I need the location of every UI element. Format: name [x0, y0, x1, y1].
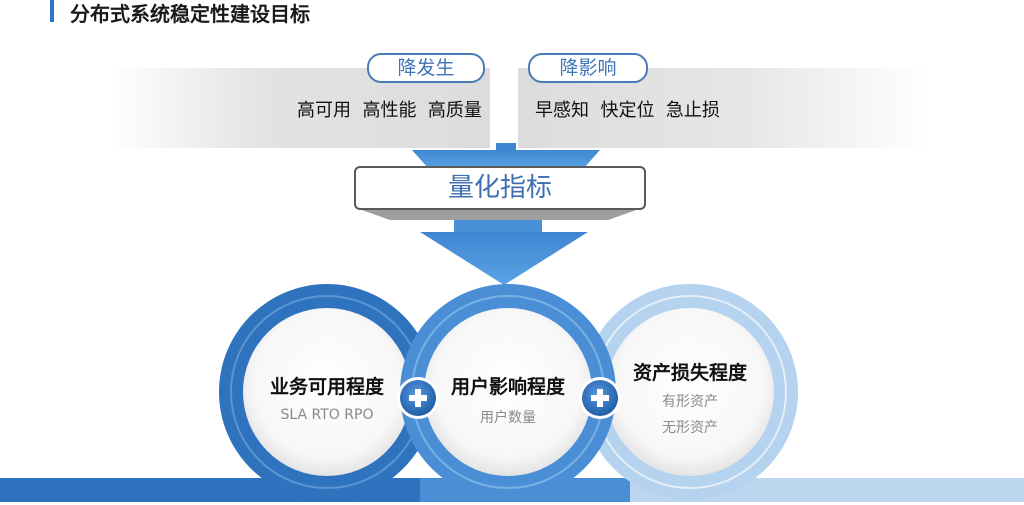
circle-user-title: 用户影响程度 [450, 376, 565, 398]
funnel-top [412, 150, 600, 168]
goal-pill-reduce-impact: 降影响 [528, 53, 648, 83]
title-accent-bar [50, 0, 54, 22]
arrow-shaft [454, 220, 542, 232]
label-shadow [356, 208, 642, 220]
down-arrow [420, 232, 588, 285]
circle-business: 业务可用程度 SLA RTO RPO [255, 372, 399, 423]
circle-user-sub: 用户数量 [480, 410, 536, 426]
goal-text-right: 早感知 快定位 急止损 [535, 100, 720, 121]
circle-business-title: 业务可用程度 [269, 376, 384, 398]
goal-pill-reduce-occurrence: 降发生 [367, 53, 485, 83]
plus-icon [579, 377, 621, 419]
plus-icon [397, 377, 439, 419]
circle-asset: 资产损失程度 有形资产 无形资产 [618, 358, 762, 437]
goal-text-left: 高可用 高性能 高质量 [297, 100, 482, 121]
circle-asset-sub-tangible: 有形资产 [662, 394, 718, 410]
ring-user-inner [424, 308, 592, 476]
ring-business-inner [243, 308, 411, 476]
circle-business-sub: SLA RTO RPO [280, 407, 374, 423]
circle-asset-title: 资产损失程度 [632, 362, 747, 384]
ring-asset-inner [606, 308, 774, 476]
page-title: 分布式系统稳定性建设目标 [70, 2, 310, 26]
quantified-metrics-label: 量化指标 [354, 166, 646, 210]
circle-user: 用户影响程度 用户数量 [436, 372, 580, 427]
circle-asset-sub-intangible: 无形资产 [662, 420, 718, 436]
